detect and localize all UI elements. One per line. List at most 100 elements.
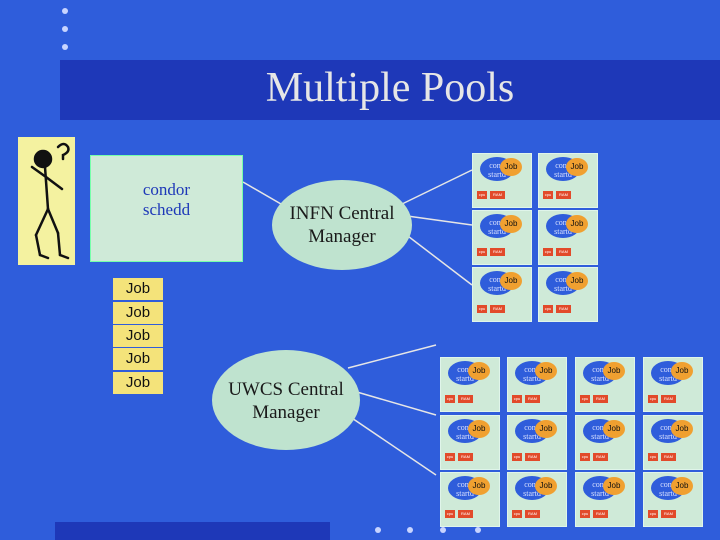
ram-block: RAM [661, 510, 676, 518]
running-job: Job [500, 215, 522, 233]
running-job: Job [603, 362, 625, 380]
startd-label-line2: startd [554, 170, 572, 179]
ram-block: RAM [458, 453, 473, 461]
running-job: Job [603, 477, 625, 495]
decor-dot [440, 527, 446, 533]
cpu-block: cpu [477, 248, 487, 256]
startd-label-line2: startd [488, 227, 506, 236]
stick-figure-icon [30, 142, 70, 260]
cpu-block: cpu [477, 191, 487, 199]
uwcs-central-manager: UWCS Central Manager [212, 350, 360, 450]
user-figure [18, 137, 75, 265]
infn-central-manager: INFN Central Manager [272, 180, 412, 270]
startd-label-line1: cond [457, 365, 473, 374]
schedd-label-line2: schedd [142, 200, 191, 219]
running-job: Job [468, 362, 490, 380]
startd-label-line2: startd [554, 284, 572, 293]
ram-block: RAM [490, 248, 505, 256]
cpu-block: cpu [512, 510, 522, 518]
startd-label-line1: cond [457, 480, 473, 489]
cpu-block: cpu [445, 395, 455, 403]
running-job: Job [566, 272, 588, 290]
ram-block: RAM [593, 453, 608, 461]
startd-label-line1: cond [660, 365, 676, 374]
startd-label-line1: cond [660, 480, 676, 489]
startd-label-line2: startd [591, 489, 609, 498]
running-job: Job [500, 158, 522, 176]
uwcs-label-line1: UWCS Central [228, 379, 344, 400]
decor-dot [62, 8, 68, 14]
startd-label-line2: startd [488, 284, 506, 293]
running-job: Job [671, 362, 693, 380]
infn-label-line2: Manager [308, 226, 376, 247]
startd-label-line2: startd [523, 489, 541, 498]
ram-block: RAM [593, 510, 608, 518]
ram-block: RAM [556, 191, 571, 199]
startd-label-line1: cond [524, 365, 540, 374]
decor-dot [475, 527, 481, 533]
ram-block: RAM [458, 510, 473, 518]
decor-dot [62, 26, 68, 32]
queued-job: Job [113, 302, 163, 324]
running-job: Job [603, 420, 625, 438]
cpu-block: cpu [512, 453, 522, 461]
startd-label-line1: cond [555, 275, 571, 284]
cpu-block: cpu [543, 248, 553, 256]
cpu-block: cpu [648, 453, 658, 461]
cpu-block: cpu [648, 395, 658, 403]
running-job: Job [468, 477, 490, 495]
page-title: Multiple Pools [265, 65, 515, 111]
startd-label-line1: cond [489, 161, 505, 170]
ram-block: RAM [661, 453, 676, 461]
startd-label-line1: cond [592, 365, 608, 374]
cpu-block: cpu [580, 453, 590, 461]
queued-job: Job [113, 372, 163, 394]
queued-job: Job [113, 278, 163, 300]
ram-block: RAM [525, 510, 540, 518]
running-job: Job [671, 420, 693, 438]
startd-label-line2: startd [488, 170, 506, 179]
cpu-block: cpu [512, 395, 522, 403]
cpu-block: cpu [580, 395, 590, 403]
startd-label-line2: startd [659, 489, 677, 498]
running-job: Job [566, 215, 588, 233]
ram-block: RAM [490, 191, 505, 199]
startd-label-line2: startd [554, 227, 572, 236]
ram-block: RAM [661, 395, 676, 403]
decor-dot [375, 527, 381, 533]
running-job: Job [671, 477, 693, 495]
startd-label-line2: startd [659, 432, 677, 441]
queued-job: Job [113, 348, 163, 370]
startd-label-line2: startd [523, 374, 541, 383]
cpu-block: cpu [445, 453, 455, 461]
schedd-label-line1: condor [142, 180, 191, 199]
running-job: Job [535, 420, 557, 438]
startd-label-line2: startd [591, 374, 609, 383]
uwcs-label-line2: Manager [252, 402, 320, 423]
startd-label-line1: cond [489, 275, 505, 284]
startd-label-line2: startd [456, 489, 474, 498]
condor-schedd-box: condor schedd [90, 155, 243, 262]
title-band [60, 60, 720, 120]
cpu-block: cpu [445, 510, 455, 518]
ram-block: RAM [490, 305, 505, 313]
decor-dot [62, 44, 68, 50]
startd-label-line1: cond [489, 218, 505, 227]
decor-dot [407, 527, 413, 533]
startd-label-line1: cond [457, 423, 473, 432]
startd-label-line1: cond [555, 218, 571, 227]
startd-label-line1: cond [592, 423, 608, 432]
ram-block: RAM [525, 395, 540, 403]
startd-label-line2: startd [523, 432, 541, 441]
